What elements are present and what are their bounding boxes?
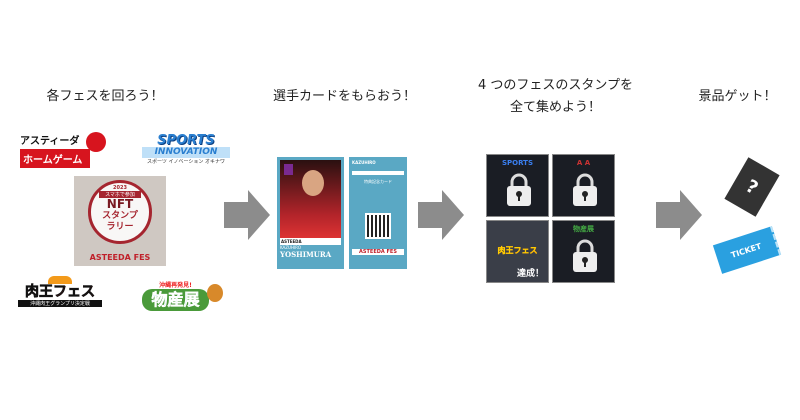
flame-icon bbox=[48, 276, 72, 284]
ticket-label: TICKET bbox=[729, 241, 763, 260]
stamp-sports-label: SPORTS bbox=[501, 159, 533, 167]
step4-title: 景品ゲット！ bbox=[698, 89, 777, 104]
asteeda-logo-line1: アスティーダ bbox=[20, 136, 80, 147]
step2-title: 選手カードをもらおう！ bbox=[272, 89, 416, 104]
lock-icon bbox=[507, 173, 531, 206]
player-face bbox=[302, 170, 324, 196]
qr-pattern bbox=[367, 215, 389, 237]
sports-logo-line2: INNOVATION bbox=[142, 147, 230, 158]
bussanten-logo: 沖縄再発見! 物産展 bbox=[128, 280, 223, 320]
ticket-icon: TICKET bbox=[712, 226, 782, 274]
stamp-cell-asteeda: A A bbox=[552, 154, 615, 217]
lock-icon bbox=[573, 173, 597, 206]
player-photo bbox=[280, 160, 341, 238]
nikuo-sub: 沖縄肉王グランプリ決定戦 bbox=[18, 300, 102, 307]
step1-title: 各フェスを回ろう！ bbox=[46, 89, 164, 104]
nikuo-title: 肉王フェス bbox=[25, 284, 96, 301]
sports-logo-sub: スポーツ イノベーション オキナワ bbox=[147, 159, 225, 165]
step3-title: 4 つのフェスのスタンプを 全て集めよう！ bbox=[468, 75, 643, 119]
qr-code bbox=[365, 213, 391, 239]
nft-line2: スタンプ bbox=[102, 211, 138, 221]
card-last-name: YOSHIMURA bbox=[280, 250, 332, 259]
card-team: ASTEEDA bbox=[280, 238, 341, 245]
nft-stamp-rally-logo: 2023 スマホで参加 NFT スタンプ ラリー ASTEEDA FES bbox=[74, 176, 166, 266]
nft-stamp-badge: 2023 スマホで参加 NFT スタンプ ラリー bbox=[88, 180, 152, 244]
card-back-logo: ASTEEDA FES bbox=[352, 249, 404, 255]
asteeda-homegame-logo: アスティーダ ホームゲーム bbox=[20, 132, 108, 168]
bussan-top: 沖縄再発見! bbox=[159, 282, 192, 289]
stamp-cell-nikuo-fes: 肉王フェス 達成！ bbox=[486, 220, 549, 283]
step3-title-line1: 4 つのフェスのスタンプを bbox=[477, 78, 633, 93]
shisa-icon bbox=[207, 284, 223, 302]
stamp-bussan-label: 物産展 bbox=[573, 225, 594, 233]
lock-icon bbox=[573, 239, 597, 272]
stamp-grid: SPORTS A A 肉王フェス 達成！ 物産展 bbox=[486, 154, 616, 284]
stamp-cell-sports-innovation: SPORTS bbox=[486, 154, 549, 217]
ping-pong-paddle-icon bbox=[86, 132, 106, 152]
team-emblem-icon bbox=[284, 164, 293, 175]
player-card-back: KAZUHIRO 特典記念カード ASTEEDA FES bbox=[349, 157, 407, 269]
arrow-right-icon bbox=[224, 190, 270, 240]
achieved-label: 達成！ bbox=[516, 269, 544, 279]
nikuo-fes-logo: 肉王フェス 沖縄肉王グランプリ決定戦 bbox=[18, 276, 102, 316]
step3-title-line2: 全て集めよう！ bbox=[509, 100, 601, 115]
nft-top: スマホで参加 bbox=[99, 191, 141, 198]
arrow-right-icon bbox=[656, 190, 702, 240]
stamp-cell-bussanten: 物産展 bbox=[552, 220, 615, 283]
asteeda-logo-line2: ホームゲーム bbox=[20, 149, 90, 168]
nft-footer: ASTEEDA FES bbox=[89, 253, 151, 262]
card-back-title: 特典記念カード bbox=[364, 179, 392, 184]
sports-logo-line1: SPORTS bbox=[157, 133, 215, 148]
card-first-name: KAZUHIRO bbox=[280, 245, 302, 250]
arrow-right-icon bbox=[418, 190, 464, 240]
stamp-asteeda-label: A A bbox=[576, 159, 591, 167]
stamp-nikuo-label: 肉王フェス bbox=[497, 246, 538, 255]
card-back-strip bbox=[352, 171, 404, 175]
mystery-card: ? bbox=[724, 157, 780, 217]
player-card-front: ASTEEDA KAZUHIRO YOSHIMURA bbox=[277, 157, 344, 269]
card-back-header: KAZUHIRO bbox=[352, 160, 376, 165]
bussan-title: 物産展 bbox=[142, 289, 209, 311]
mystery-symbol: ? bbox=[742, 175, 762, 199]
sports-innovation-logo: SPORTS INNOVATION スポーツ イノベーション オキナワ bbox=[142, 134, 230, 174]
nft-line3: ラリー bbox=[106, 222, 134, 232]
nft-main: NFT bbox=[106, 197, 134, 211]
nft-year: 2023 bbox=[113, 185, 127, 191]
